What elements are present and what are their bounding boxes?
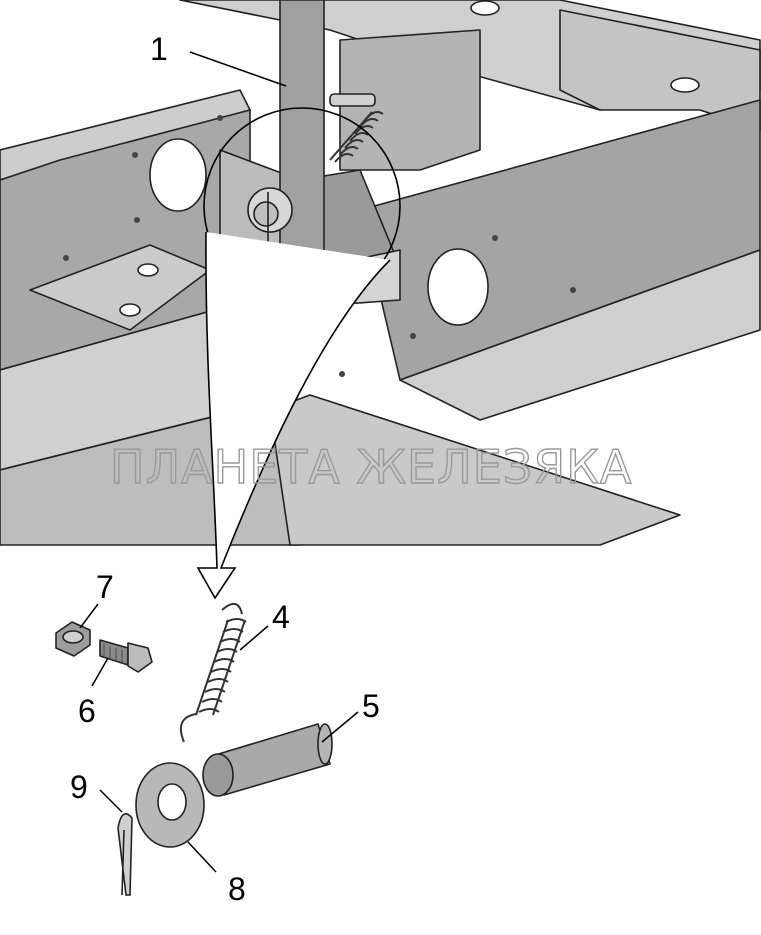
frame-hole	[670, 77, 700, 93]
frame-hole	[427, 248, 489, 326]
installed-spring	[329, 111, 384, 163]
bolt-hole	[570, 287, 576, 293]
callout-9: 9	[70, 769, 88, 805]
callout-labels: 1 4 5 6 7 8 9	[70, 31, 380, 907]
frame-hole	[470, 0, 500, 16]
frame-hole	[149, 138, 207, 212]
leader-1	[189, 51, 287, 87]
leader-6	[91, 657, 109, 687]
part-washer	[135, 762, 205, 848]
spring-pin-upper	[329, 93, 376, 107]
right-rear-plate	[559, 9, 761, 131]
frame-hole	[119, 303, 141, 317]
leader-9	[99, 789, 123, 813]
bolt-hole	[217, 115, 223, 121]
bolt-hole	[63, 255, 69, 261]
right-side-rail-bottom	[399, 249, 761, 421]
callout-8: 8	[228, 871, 246, 907]
watermark: ПЛАНЕТА ЖЕЛЕЗЯКА	[110, 440, 632, 494]
callout-7: 7	[96, 569, 114, 605]
callout-5: 5	[362, 688, 380, 724]
callout-6: 6	[78, 693, 96, 729]
bolt-hole	[410, 333, 416, 339]
leader-4	[239, 625, 269, 651]
detail-arrow	[196, 231, 391, 600]
bolt-hole	[134, 217, 140, 223]
bolt-hole	[132, 152, 138, 158]
part-cotter-pin	[117, 812, 133, 896]
leader-7	[79, 603, 99, 629]
leader-5	[321, 711, 359, 743]
part-spring	[180, 603, 247, 743]
bolt-hole	[492, 235, 498, 241]
part-bolt	[99, 639, 153, 673]
frame-assembly	[0, 0, 761, 600]
callout-4: 4	[272, 599, 290, 635]
frame-hole	[137, 263, 159, 277]
pivot-pin-core	[253, 201, 279, 227]
callout-1: 1	[150, 31, 168, 67]
part-nut	[55, 621, 91, 657]
right-front-flange	[269, 394, 681, 546]
bolt-hole	[339, 371, 345, 377]
callout-leaders	[79, 51, 359, 873]
part-pin	[202, 723, 333, 797]
leader-8	[187, 841, 217, 873]
exploded-parts	[55, 603, 333, 896]
